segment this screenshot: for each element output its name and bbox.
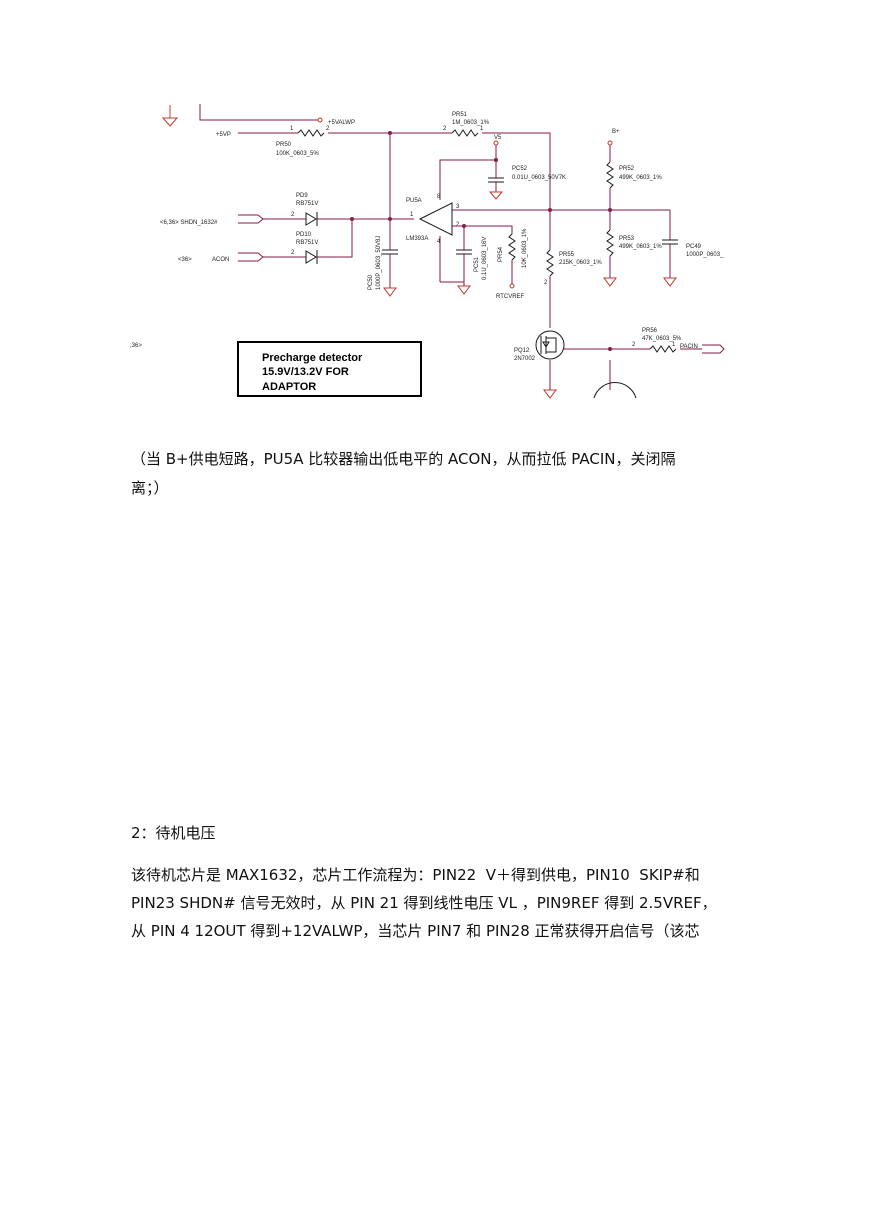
svg-text:1: 1: [480, 126, 484, 132]
mosfet-pq12: [535, 330, 565, 360]
svg-text:<36>: <36>: [178, 257, 192, 263]
net-label-pacin: PACIN: [680, 344, 698, 350]
resistor-pr51: [451, 129, 479, 137]
precharge-note-box: Precharge detector 15.9V/13.2V FOR ADAPT…: [237, 341, 422, 397]
svg-text:100K_0603_5%: 100K_0603_5%: [276, 151, 319, 157]
svg-text:PU5A: PU5A: [406, 198, 422, 204]
resistor-pr53: [606, 229, 614, 257]
svg-text:2: 2: [443, 126, 447, 132]
svg-text:PR54: PR54: [498, 246, 504, 262]
svg-text:PC50: PC50: [368, 274, 374, 290]
comparator-pu5a: [418, 202, 453, 236]
svg-text:RB751V: RB751V: [296, 201, 318, 207]
net-label-5vp: +5VP: [216, 132, 231, 138]
svg-text:4: 4: [437, 239, 441, 245]
resistor-pr56: [649, 345, 677, 353]
svg-text:PC49: PC49: [686, 244, 702, 250]
svg-text:1M_0603_1%: 1M_0603_1%: [452, 120, 490, 126]
note-line-2: 15.9V/13.2V FOR: [262, 366, 349, 378]
svg-text:PR56: PR56: [642, 328, 658, 334]
svg-text:PQ12: PQ12: [514, 348, 530, 354]
body-line-2: PIN23 SHDN# 信号无效时，从 PIN 21 得到线性电压 VL ，PI…: [131, 894, 717, 912]
note-line-3: ADAPTOR: [262, 381, 316, 393]
svg-text:LM393A: LM393A: [406, 236, 428, 242]
net-label-shdn: <6,36> SHDN_1632#: [160, 220, 218, 226]
svg-text:499K_0603_1%: 499K_0603_1%: [619, 175, 662, 181]
svg-text:2: 2: [291, 250, 295, 256]
resistor-pr54: [508, 233, 516, 261]
svg-text:2: 2: [632, 342, 636, 348]
svg-text:1000P_0603_: 1000P_0603_: [686, 252, 724, 258]
caption-line-2: 离；）: [131, 479, 169, 497]
net-label-rtcvref: RTCVREF: [496, 294, 525, 300]
svg-text:8: 8: [437, 194, 441, 200]
svg-text:1: 1: [290, 126, 294, 132]
svg-text:PD10: PD10: [296, 232, 312, 238]
svg-text:10K_0603_1%: 10K_0603_1%: [522, 228, 528, 268]
svg-text:499K_0603_1%: 499K_0603_1%: [619, 244, 662, 250]
svg-text:1: 1: [672, 342, 676, 348]
svg-text:1: 1: [410, 212, 414, 218]
svg-text:2N7002: 2N7002: [514, 356, 536, 362]
svg-text:2: 2: [326, 126, 330, 132]
svg-text:2: 2: [291, 212, 295, 218]
note-line-1: Precharge detector: [262, 352, 363, 364]
svg-text:PR53: PR53: [619, 236, 635, 242]
svg-text:3: 3: [456, 204, 460, 210]
svg-text:PR51: PR51: [452, 112, 468, 118]
svg-text:0.1U_0603_16V: 0.1U_0603_16V: [482, 237, 488, 280]
body-line-3: 从 PIN 4 12OUT 得到+12VALWP，当芯片 PIN7 和 PIN2…: [131, 922, 700, 940]
svg-text:2: 2: [544, 280, 548, 286]
svg-text:V5: V5: [494, 135, 502, 141]
svg-text:PC52: PC52: [512, 166, 528, 172]
svg-text:PR52: PR52: [619, 166, 635, 172]
svg-text:215K_0603_1%: 215K_0603_1%: [559, 260, 602, 266]
svg-text:0.01U_0603_50V7K: 0.01U_0603_50V7K: [512, 175, 566, 181]
resistor-pr50: [297, 129, 325, 137]
svg-text:PR55: PR55: [559, 252, 575, 258]
net-label-valwp: +5VALWP: [328, 120, 355, 126]
section-title: 2：待机电压: [131, 824, 216, 842]
svg-text:1000P_0603_50V8J: 1000P_0603_50V8J: [376, 236, 382, 290]
svg-text:47K_0603_5%: 47K_0603_5%: [642, 336, 682, 342]
svg-text:B+: B+: [612, 129, 620, 135]
schematic-diagram: +5VALWP +5VP 1 2 PR50 100K_0603_5% 2 1 P…: [130, 104, 725, 399]
ground-symbol: [161, 105, 179, 127]
net-label-acon: ACON: [212, 257, 229, 263]
svg-text:,36>: ,36>: [130, 343, 142, 349]
resistor-pr55: [546, 249, 554, 277]
svg-text:2: 2: [456, 222, 460, 228]
body-line-1: 该待机芯片是 MAX1632，芯片工作流程为：PIN22 V＋得到供电，PIN1…: [131, 866, 700, 884]
svg-text:PD9: PD9: [296, 193, 308, 199]
svg-text:RB751V: RB751V: [296, 240, 318, 246]
svg-text:PR50: PR50: [276, 142, 292, 148]
caption-line-1: （当 B+供电短路，PU5A 比较器输出低电平的 ACON，从而拉低 PACIN…: [131, 450, 676, 468]
resistor-pr52: [606, 161, 614, 189]
svg-text:PC51: PC51: [474, 256, 480, 272]
